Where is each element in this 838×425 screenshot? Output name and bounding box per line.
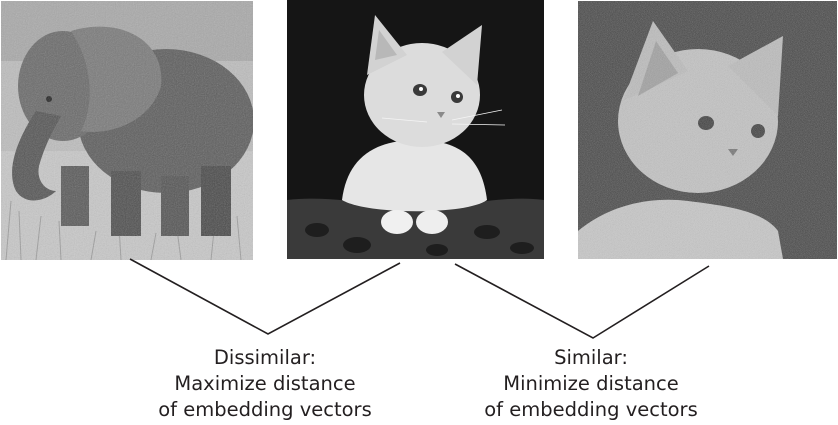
kitten-photo [287,0,544,259]
kitten-image [287,0,544,259]
elephant-photo [1,1,253,260]
similar-caption-title: Similar: [554,346,628,369]
dissimilar-caption-title: Dissimilar: [213,346,317,369]
dissimilar-connector [129,258,401,335]
dissimilar-caption-action: Maximize distance [174,372,356,395]
dissimilar-caption-object: of embedding vectors [158,398,372,421]
similar-connector [454,263,710,339]
similar-caption-action: Minimize distance [503,372,679,395]
noisy-kitten-photo [578,1,837,259]
dissimilar-caption: Dissimilar: Maximize distance of embeddi… [140,345,390,423]
elephant-image [1,1,253,260]
similar-caption-object: of embedding vectors [484,398,698,421]
noisy-kitten-image [578,1,837,259]
similar-caption: Similar: Minimize distance of embedding … [466,345,716,423]
